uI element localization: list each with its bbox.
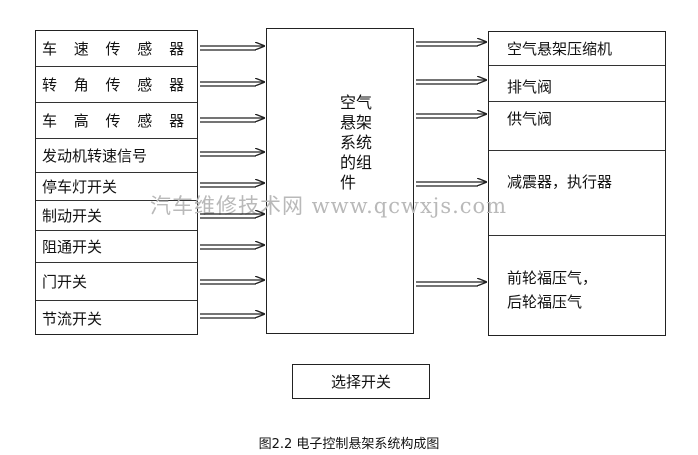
- output-arrow: [416, 182, 486, 187]
- input-engine-speed-signal: 发动机转速信号: [36, 138, 197, 172]
- input-arrow: [200, 82, 264, 87]
- output-exhaust-valve: 排气阀: [489, 65, 665, 101]
- output-shock-absorber-actuator: 减震器，执行器: [489, 150, 665, 235]
- input-arrow: [200, 118, 264, 123]
- input-block-switch: 阻通开关: [36, 230, 197, 262]
- output-supply-valve: 供气阀: [489, 101, 665, 150]
- output-arrow: [416, 80, 486, 85]
- input-vehicle-height-sensor: 车 高 传 感 器: [36, 102, 197, 138]
- input-throttle-switch: 节流开关: [36, 300, 197, 336]
- input-arrow: [200, 46, 264, 51]
- air-suspension-system-box: 空气 悬架 系统 的组 件: [266, 28, 414, 334]
- system-label: 空气 悬架 系统 的组 件: [340, 93, 380, 193]
- input-arrow: [200, 280, 264, 285]
- input-stop-light-switch: 停车灯开关: [36, 172, 197, 200]
- output-wheel-pressure: 前轮福压气， 后轮福压气: [489, 235, 665, 337]
- system-label-line: 系统: [340, 133, 373, 152]
- output-arrow: [416, 42, 486, 47]
- input-arrow: [200, 183, 264, 188]
- input-brake-switch: 制动开关: [36, 200, 197, 230]
- input-steering-angle-sensor: 转 角 传 感 器: [36, 66, 197, 102]
- input-sensors-stack: 车 速 传 感 器 转 角 传 感 器 车 高 传 感 器 发动机转速信号 停车…: [35, 30, 198, 335]
- output-rear-wheel-pressure: 后轮福压气: [507, 293, 583, 311]
- input-door-switch: 门开关: [36, 262, 197, 300]
- input-arrow: [200, 214, 264, 219]
- system-label-line: 悬架: [340, 113, 373, 132]
- output-arrow: [416, 282, 486, 287]
- select-switch-box: 选择开关: [292, 364, 430, 399]
- output-actuators-stack: 空气悬架压缩机 排气阀 供气阀 减震器，执行器 前轮福压气， 后轮福压气: [488, 31, 666, 336]
- figure-caption: 图2.2 电子控制悬架系统构成图: [258, 437, 440, 452]
- input-arrow: [200, 314, 264, 319]
- system-label-line: 空气: [340, 93, 373, 112]
- output-arrow: [416, 114, 486, 119]
- system-label-line: 件: [340, 173, 357, 192]
- input-arrow: [200, 152, 264, 157]
- output-compressor: 空气悬架压缩机: [507, 40, 613, 58]
- input-arrow: [200, 245, 264, 250]
- system-label-line: 的组: [340, 153, 373, 172]
- input-vehicle-speed-sensor: 车 速 传 感 器: [42, 40, 191, 58]
- output-front-wheel-pressure: 前轮福压气，: [507, 269, 598, 287]
